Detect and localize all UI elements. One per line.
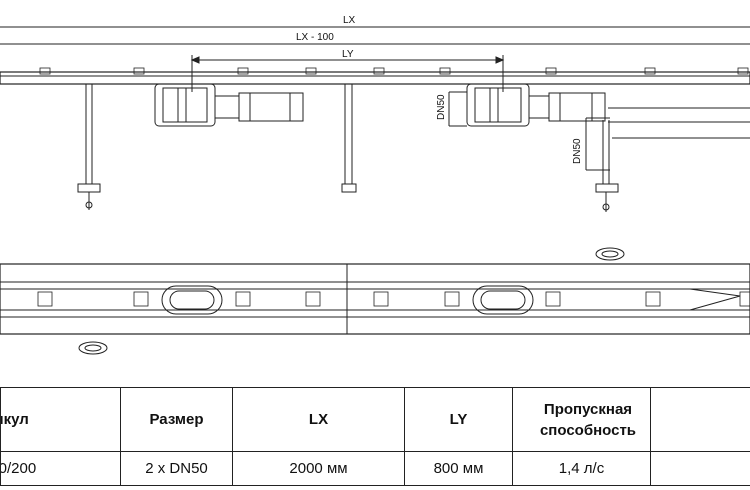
cell-ly: 800 мм <box>404 451 513 486</box>
cell-lx: 2000 мм <box>232 451 405 486</box>
spec-table: тикул Размер LX LY Пропускная способност… <box>0 387 750 486</box>
header-lx: LX <box>232 387 405 452</box>
dn50-right-label: DN50 <box>572 138 583 164</box>
channel-plan-view <box>0 263 750 335</box>
header-capacity-text: Пропускная способность <box>539 400 637 439</box>
outlet-right <box>466 83 606 127</box>
spec-table-header: тикул Размер LX LY Пропускная способност… <box>0 387 750 452</box>
table-row: F.0/200 2 х DN50 2000 мм 800 мм 1,4 л/с <box>0 451 750 486</box>
lx100-label: LX - 100 <box>296 32 334 43</box>
header-extra <box>650 387 750 452</box>
support-leg-left <box>77 84 101 210</box>
ly-label: LY <box>342 49 354 60</box>
header-size: Размер <box>120 387 233 452</box>
cell-extra <box>650 451 750 486</box>
support-leg-right <box>595 120 619 212</box>
dn50-left-label: DN50 <box>436 94 447 120</box>
support-leg-center <box>341 84 357 193</box>
outlet-left <box>154 83 304 127</box>
header-capacity: Пропускная способность <box>512 387 651 452</box>
header-article: тикул <box>0 387 121 452</box>
drain-drawing: LX LX - 100 LY DN50 DN50 <box>0 15 750 355</box>
cell-size: 2 х DN50 <box>120 451 233 486</box>
cell-article: F.0/200 <box>0 451 121 486</box>
lx-label: LX <box>343 15 356 26</box>
cell-capacity: 1,4 л/с <box>512 451 651 486</box>
header-ly: LY <box>404 387 513 452</box>
